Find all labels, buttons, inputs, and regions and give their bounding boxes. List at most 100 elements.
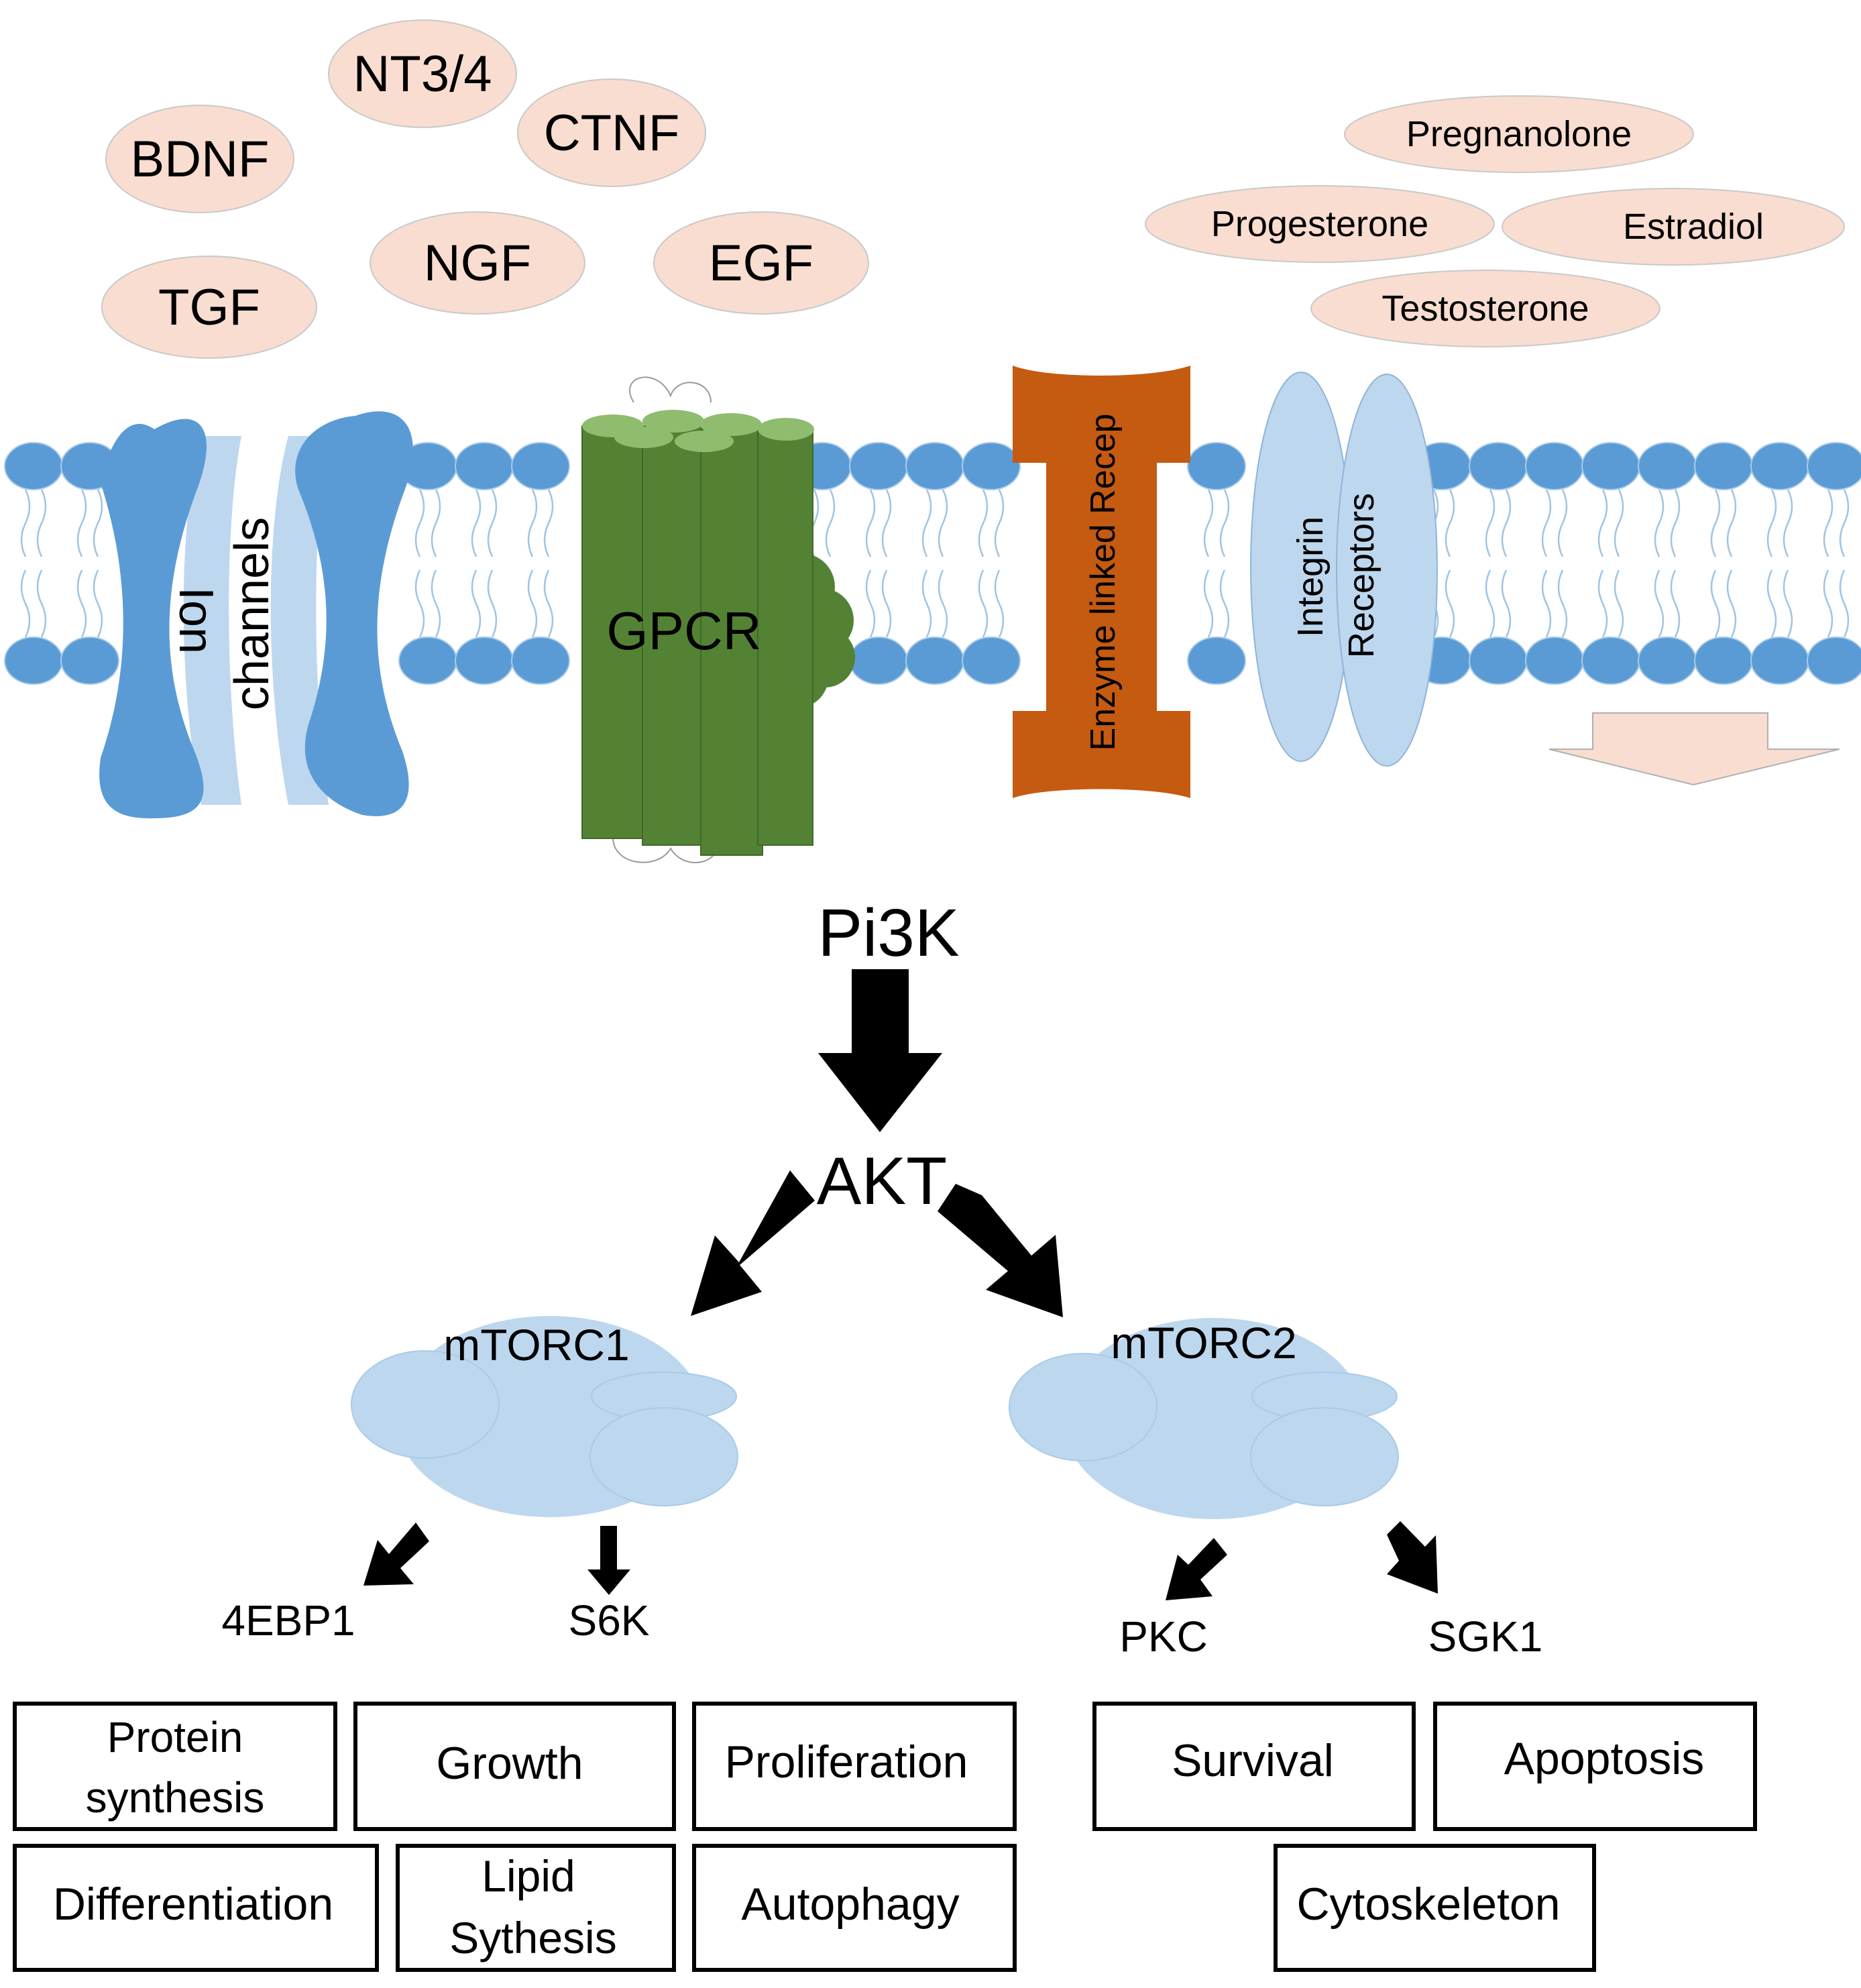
ligand-progesterone: Progesterone (1211, 204, 1428, 244)
lipid-tail (20, 569, 31, 638)
phospholipid-head (1525, 442, 1584, 490)
phospholipid-head (1581, 442, 1640, 490)
phospholipid-head (511, 637, 570, 685)
integrin-label-line1: Integrin (1290, 516, 1331, 637)
phospholipid-head (60, 637, 119, 685)
lipid-tail (543, 489, 554, 557)
lipid-tail (414, 569, 425, 638)
lipid-tail (1726, 569, 1737, 638)
lipid-tail (1839, 569, 1850, 638)
lipid-tail (20, 489, 31, 557)
lipid-tails (20, 489, 1850, 638)
lipid-tail (865, 569, 876, 638)
lipid-tail (36, 569, 47, 638)
arrow-akt-to-mtorc2 (938, 1184, 1063, 1317)
phospholipid-head (1638, 442, 1697, 490)
ligand-bdnf: BDNF (131, 131, 270, 188)
lipid-tail (1710, 489, 1721, 557)
phospholipid-head (1581, 637, 1640, 685)
integrin-receptors: Integrin Receptors (1250, 372, 1438, 767)
gpcr-label: GPCR (606, 601, 761, 661)
phospholipid-head (4, 637, 63, 685)
lipid-tail (543, 569, 554, 638)
lipid-tail (93, 569, 103, 638)
phospholipid-head (849, 442, 908, 490)
outcome-proliferation: Proliferation (725, 1736, 968, 1787)
phospholipid-head (1750, 442, 1809, 490)
phospholipid-head (1469, 637, 1528, 685)
arrow-mtorc2-to-pkc (1166, 1538, 1227, 1600)
lipid-tail (1557, 569, 1568, 638)
outcome-cytoskeleton: Cytoskeleton (1296, 1879, 1560, 1930)
lipid-tail (1219, 569, 1230, 638)
lipid-tail (1670, 569, 1681, 638)
lipid-tail (1783, 569, 1793, 638)
lipid-tail (431, 569, 441, 638)
phospholipid-head (398, 637, 457, 685)
lipid-tail (487, 569, 498, 638)
lipid-tail (487, 489, 498, 557)
lipid-tail (1445, 489, 1455, 557)
lipid-tail (1501, 569, 1512, 638)
lipid-tail (1203, 489, 1214, 557)
outcome-differentiation: Differentiation (53, 1879, 333, 1930)
lipid-tail (938, 569, 948, 638)
arrow-mtorc1-to-s6k (587, 1526, 630, 1595)
ligand-ngf: NGF (424, 235, 531, 292)
phospholipid-head (849, 637, 908, 685)
lipid-tail (994, 489, 1005, 557)
lipid-tail (1766, 489, 1777, 557)
target-4ebp1: 4EBP1 (221, 1596, 355, 1645)
outcome-growth: Growth (436, 1738, 583, 1789)
phospholipid-head (905, 442, 964, 490)
lipid-tail (921, 489, 932, 557)
phospholipid-head (1694, 637, 1753, 685)
mtorc2-outcomes: Survival Apoptosis Cytoskeleton (1092, 1702, 1757, 1972)
lipid-tail (1541, 569, 1552, 638)
ligand-testosterone: Testosterone (1381, 288, 1589, 329)
ion-channel-label-ion: Ion (169, 587, 223, 654)
arrow-mtorc1-to-4ebp1 (363, 1523, 429, 1586)
phospholipid-head (1638, 637, 1697, 685)
gpcr-receptor: GPCR (581, 376, 855, 863)
lipid-tail (1654, 489, 1665, 557)
ligand-ctnf: CTNF (544, 105, 680, 162)
phospholipid-head (1807, 637, 1861, 685)
outcome-survival: Survival (1172, 1735, 1334, 1786)
phospholipid-head (1469, 442, 1528, 490)
phospholipid-head (1807, 442, 1861, 490)
lipid-tail (1541, 489, 1552, 557)
lipid-tail (921, 569, 932, 638)
phospholipid-head (4, 442, 63, 490)
lipid-tail (825, 489, 836, 557)
mtorc1-label: mTORC1 (443, 1320, 629, 1370)
lipid-tail (527, 569, 538, 638)
lipid-tail (1839, 489, 1850, 557)
lipid-tail (1710, 569, 1721, 638)
phospholipid-head (1187, 442, 1246, 490)
ligand-estradiol: Estradiol (1623, 207, 1764, 247)
lipid-tail (1485, 569, 1496, 638)
lipid-tail (1501, 489, 1512, 557)
lipid-tail (1597, 569, 1608, 638)
lipid-tail (978, 489, 989, 557)
lipid-tail (431, 489, 441, 557)
phospholipid-head (905, 637, 964, 685)
lipid-tail (1485, 489, 1496, 557)
signal-direction-arrow (1548, 712, 1840, 786)
outcome-protein-synthesis-line1: Protein (107, 1713, 243, 1761)
outcome-protein-synthesis-line2: synthesis (86, 1773, 265, 1822)
lipid-tail (1654, 569, 1665, 638)
target-pkc: PKC (1119, 1612, 1208, 1661)
lipid-tail (881, 569, 892, 638)
lipid-tail (1823, 569, 1834, 638)
lipid-tail (1670, 489, 1681, 557)
outcome-autophagy: Autophagy (741, 1879, 959, 1930)
lipid-tail (1614, 569, 1624, 638)
integrin-label-line2: Receptors (1341, 493, 1381, 658)
arrow-mtorc2-to-sgk1 (1387, 1521, 1438, 1594)
mtorc2-complex: mTORC2 (1009, 1318, 1399, 1519)
phospholipid-head (1694, 442, 1753, 490)
arrow-akt-to-mtorc1 (691, 1170, 815, 1316)
